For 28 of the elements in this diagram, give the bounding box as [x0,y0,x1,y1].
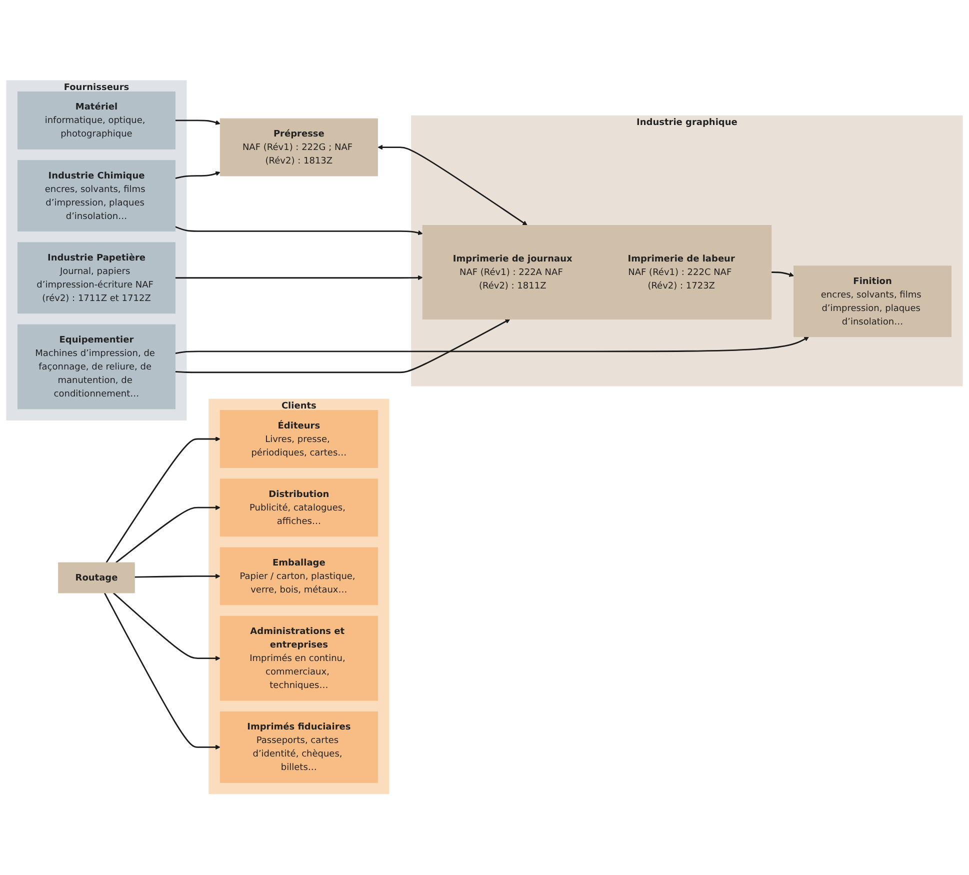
arrow [106,436,220,564]
arrow [104,592,220,750]
node-box: Éditeurs Livres, presse, périodiques, cartes… [220,410,378,468]
arrow [174,226,423,236]
node-box: Imprimés fiduciaires Passeports, cartes d’identité, chèques, billets… [220,712,378,784]
cluster [422,225,772,320]
node-box: Prépresse NAF (Rév1) : 222G ; NAF (Rév2) : 1813Z [220,118,378,177]
arrow [175,172,220,180]
node-box: Emballage Papier / carton, plastique, verre, bois, métaux… [220,548,378,606]
arrow [771,272,794,278]
arrow [116,505,220,564]
arrow [134,574,220,580]
node-box: Industrie Papetière Journal, papiers d’impression-écriture NAF (rév2) : 1711Z et 1712Z [17,242,176,314]
node-box: Routage [58,562,135,594]
node-box: Administrations et entreprises Imprimés en continu, commerciaux, techniques… [220,616,378,702]
node-box: Distribution Publicité, catalogues, affiches… [220,478,378,537]
node-box: Finition encres, solvants, films d’impression, plaques d’insolation… [794,266,952,338]
arrow [175,336,810,354]
node-text: Imprimerie de journaux NAF (Rév1) : 222A NAF (Rév2) : 1811Z [452,253,572,292]
arrow [175,319,510,374]
node-box: Equipementier Machines d’impression, de façonnage, de reliure, de manutention, de conditionnement… [17,324,176,410]
arrow [378,145,528,226]
node-text: Imprimerie de labeur NAF (Rév1) : 222C NAF (Rév2) : 1723Z [628,253,735,292]
arrow [112,592,220,662]
node-box: Matériel informatique, optique, photographique [17,92,176,150]
arrow [175,276,423,280]
node-box: Industrie Chimique encres, solvants, films d’impression, plaques d’insolation… [17,160,176,232]
arrow [175,120,220,126]
